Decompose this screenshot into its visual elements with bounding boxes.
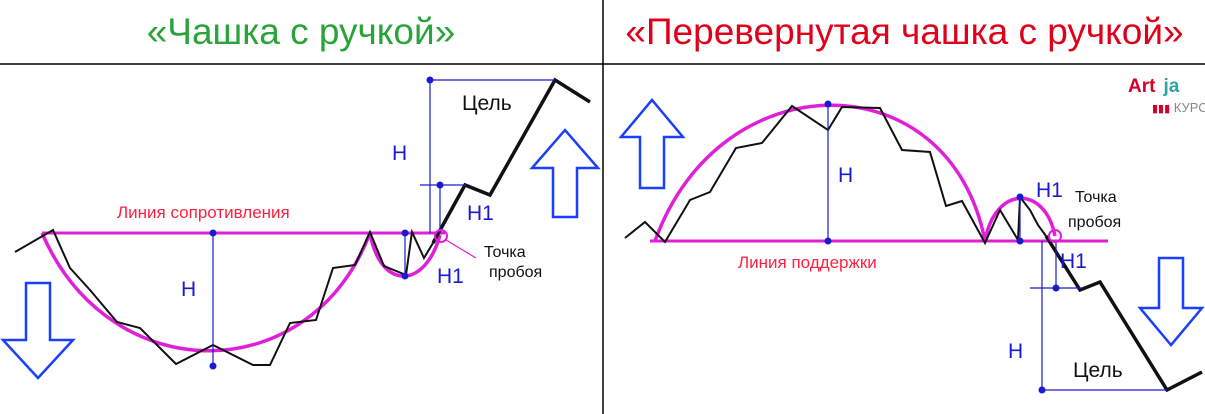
h1-label-breakout-right: H1 [1060,250,1087,273]
cup-curve [40,232,372,353]
h-label-cup: H [181,278,196,301]
resistance-line-label: Линия сопротивления [117,203,290,222]
h1-label-breakout: H1 [467,202,494,225]
logo-part-art: Art [1128,76,1156,97]
h1-top-dot [436,181,444,189]
price-breakout-left [431,77,591,244]
breakout-point-right [1048,229,1062,243]
left-panel-title: «Чашка с ручкой» [146,11,456,52]
cup-depth-bottom-dot [209,362,217,370]
target-label-left: Цель [462,92,512,115]
arrow-up-icon [529,128,601,219]
logo-part-ja: ja [1163,76,1180,97]
h1-label-handle: H1 [437,265,464,288]
h1-bottom-dot-right [1052,284,1060,292]
h1-label-handle-right: H1 [1036,179,1063,202]
h-label-target-right: H [1008,340,1023,363]
breakout-label-left-2: пробоя [489,264,542,281]
support-line-label: Линия поддержки [738,253,877,272]
target-top-dot [426,76,434,84]
inverted-handle-bottom-dot [1016,237,1024,245]
arrow-up-icon-right [618,98,686,190]
handle-bottom-dot [401,272,409,280]
inverted-cup-bottom-dot [824,237,832,245]
arrow-down-icon-right [1137,256,1205,347]
target-label-right: Цель [1073,359,1123,382]
breakout-point-left [434,229,448,243]
inverted-cup-curve [653,103,987,242]
price-line-left [14,228,434,366]
breakout-label-left-1: Точка [484,244,526,261]
h-label-target: H [392,142,407,165]
handle-top-dot [401,229,409,237]
inverted-cup-top-dot [824,100,832,108]
arrow-down-icon [0,281,76,380]
logo-bars-icon: ▮▮▮ [1152,103,1171,115]
price-line-right [624,104,1047,246]
price-breakdown-right [1044,235,1203,393]
breakout-label-right-2: пробоя [1068,214,1121,231]
cup-depth-top-dot [209,229,217,237]
right-panel-title: «Перевернутая чашка с ручкой» [625,11,1184,52]
target-bottom-dot-right [1038,386,1046,394]
breakout-label-right-1: Точка [1075,189,1117,206]
h-label-inverted-cup: H [838,164,853,187]
breakout-pointer-left [445,239,477,259]
inverted-handle-top-dot [1016,193,1024,201]
logo-sub: КУРС [1173,100,1205,115]
